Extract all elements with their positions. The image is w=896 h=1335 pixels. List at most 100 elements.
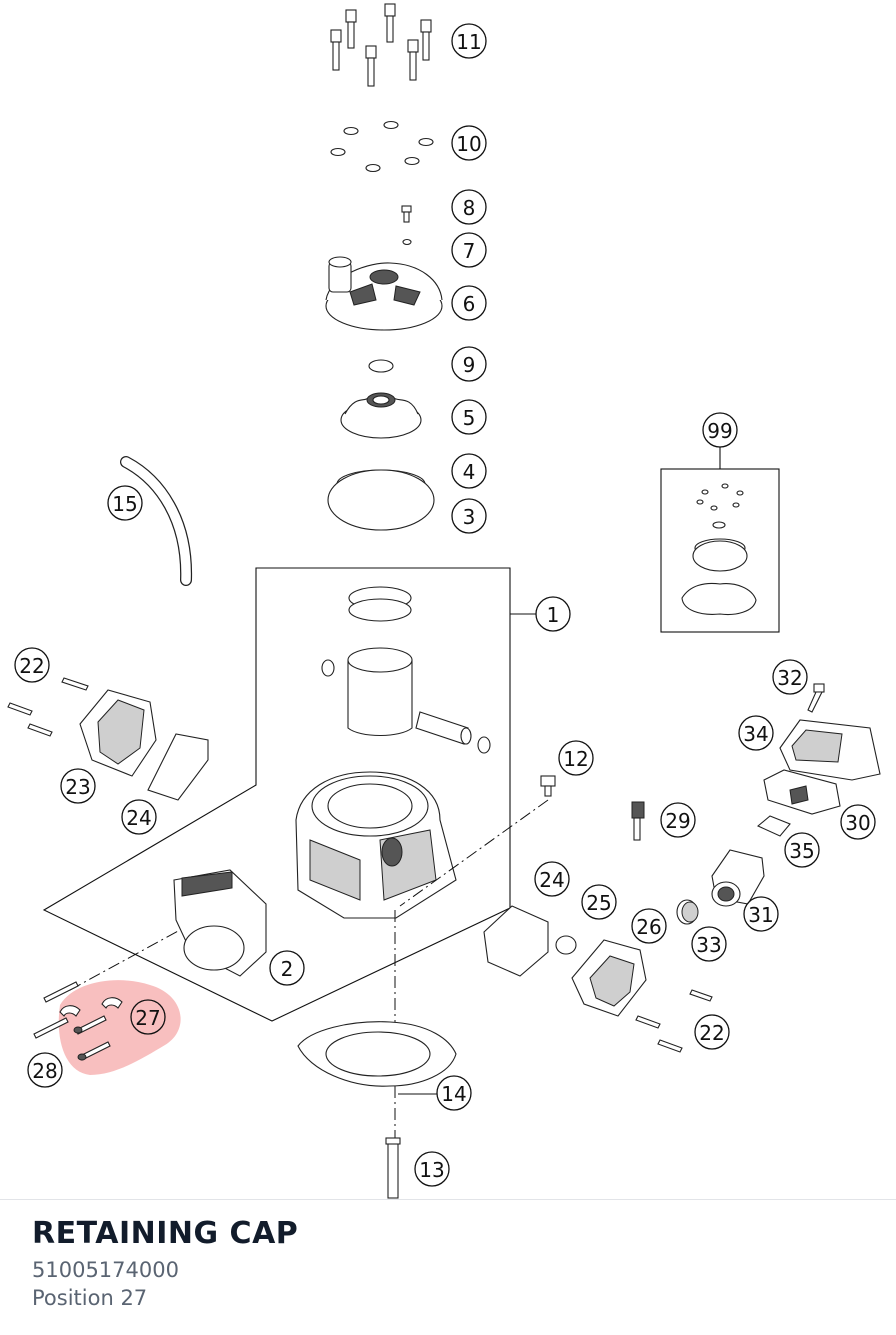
- gasket-kit-box[interactable]: [660, 446, 780, 633]
- temperature-sensor[interactable]: [631, 801, 645, 841]
- piston[interactable]: [321, 647, 491, 754]
- callout-25[interactable]: 25: [581, 884, 617, 920]
- callout-label: 9: [463, 353, 476, 377]
- callout-label: 3: [463, 505, 476, 529]
- callout-label: 6: [463, 292, 476, 316]
- stud-bolt[interactable]: [385, 1137, 401, 1199]
- cylinder-head-bolts[interactable]: [330, 3, 432, 87]
- callout-label: 4: [463, 460, 476, 484]
- callout-11[interactable]: 11: [451, 23, 487, 59]
- actuator-cover[interactable]: [779, 719, 881, 781]
- callout-circle: [121, 799, 157, 835]
- callout-circle: [130, 999, 166, 1035]
- callout-32[interactable]: 32: [772, 659, 808, 695]
- callout-99[interactable]: 99: [702, 412, 738, 448]
- callout-label: 33: [696, 933, 721, 957]
- callout-circle: [60, 768, 96, 804]
- callout-24b[interactable]: 24: [534, 861, 570, 897]
- callout-circle: [840, 804, 876, 840]
- callout-8[interactable]: 8: [451, 189, 487, 225]
- washers[interactable]: [330, 120, 434, 173]
- callout-31[interactable]: 31: [743, 896, 779, 932]
- callout-29[interactable]: 29: [660, 802, 696, 838]
- callout-22a[interactable]: 22: [14, 647, 50, 683]
- intake-manifold[interactable]: [173, 869, 267, 977]
- callout-circle: [451, 285, 487, 321]
- callout-circle: [784, 832, 820, 868]
- seal-35[interactable]: [756, 815, 791, 837]
- cylinder-head[interactable]: [325, 256, 443, 331]
- callout-circle: [694, 1014, 730, 1050]
- callout-label: 28: [32, 1059, 57, 1083]
- callout-5[interactable]: 5: [451, 399, 487, 435]
- callout-23[interactable]: 23: [60, 768, 96, 804]
- bolts-28[interactable]: [33, 981, 111, 1061]
- callout-label: 26: [636, 915, 661, 939]
- bolts-right[interactable]: [635, 989, 713, 1053]
- callout-1[interactable]: 1: [535, 596, 571, 632]
- exploded-parts-diagram: 11 10 8 7 6 9 5 4 3 15 99 1 22 23 24 32 34 12 29 30 35 24 25 26…: [7, 3, 881, 1199]
- callout-bubbles: 11 10 8 7 6 9 5 4 3 15 99 1 22 23 24 32 34 12 29 30 35 24 25 26…: [14, 23, 876, 1187]
- cylinder-head-gasket[interactable]: [327, 469, 435, 531]
- callout-7[interactable]: 7: [451, 232, 487, 268]
- callout-circle: [451, 232, 487, 268]
- flange-31[interactable]: [711, 849, 765, 907]
- callout-34[interactable]: 34: [738, 715, 774, 751]
- callout-circle: [738, 715, 774, 751]
- callout-label: 24: [539, 868, 564, 892]
- callout-10[interactable]: 10: [451, 125, 487, 161]
- callout-circle: [535, 596, 571, 632]
- callout-circle: [581, 884, 617, 920]
- callout-15[interactable]: 15: [107, 485, 143, 521]
- callout-label: 22: [699, 1021, 724, 1045]
- exhaust-valve-cover-left[interactable]: [79, 689, 157, 777]
- callout-label: 99: [707, 419, 732, 443]
- callout-circle: [451, 453, 487, 489]
- screw-32[interactable]: [807, 683, 825, 713]
- small-washer[interactable]: [402, 238, 412, 246]
- callout-circle: [772, 659, 808, 695]
- callout-24a[interactable]: 24: [121, 799, 157, 835]
- callout-33[interactable]: 33: [691, 926, 727, 962]
- callout-27[interactable]: 27: [130, 999, 166, 1035]
- callout-circle: [534, 861, 570, 897]
- screw-12[interactable]: [540, 775, 556, 797]
- piston-ring-2[interactable]: [348, 598, 412, 622]
- callout-4[interactable]: 4: [451, 453, 487, 489]
- retaining-caps[interactable]: [59, 997, 123, 1017]
- cap-33[interactable]: [676, 899, 699, 925]
- callout-3[interactable]: 3: [451, 498, 487, 534]
- callout-13[interactable]: 13: [414, 1151, 450, 1187]
- exhaust-valve-cover-right[interactable]: [571, 939, 647, 1017]
- callout-26[interactable]: 26: [631, 908, 667, 944]
- callout-label: 22: [19, 654, 44, 678]
- callout-circle: [14, 647, 50, 683]
- exhaust-valve-actuator[interactable]: [763, 769, 841, 815]
- callout-35[interactable]: 35: [784, 832, 820, 868]
- part-position: Position 27: [32, 1286, 148, 1310]
- callout-9[interactable]: 9: [451, 346, 487, 382]
- bolts-left[interactable]: [7, 677, 89, 737]
- small-screw[interactable]: [401, 205, 412, 223]
- callout-circle: [269, 950, 305, 986]
- callout-22b[interactable]: 22: [694, 1014, 730, 1050]
- callout-14[interactable]: 14: [436, 1075, 472, 1111]
- callout-6[interactable]: 6: [451, 285, 487, 321]
- callout-12[interactable]: 12: [558, 740, 594, 776]
- callout-label: 29: [665, 809, 690, 833]
- o-ring-25[interactable]: [555, 935, 577, 955]
- gasket-right[interactable]: [483, 905, 549, 977]
- callout-circle: [702, 412, 738, 448]
- cylinder-head-insert[interactable]: [340, 392, 422, 439]
- callout-2[interactable]: 2: [269, 950, 305, 986]
- callout-circle: [660, 802, 696, 838]
- callout-circle: [451, 125, 487, 161]
- gasket-left[interactable]: [147, 733, 209, 801]
- callout-30[interactable]: 30: [840, 804, 876, 840]
- part-name: RETAINING CAP: [32, 1216, 299, 1251]
- cylinder[interactable]: [295, 771, 457, 919]
- o-ring[interactable]: [368, 359, 394, 373]
- callout-28[interactable]: 28: [27, 1052, 63, 1088]
- callout-circle: [451, 23, 487, 59]
- divider: [0, 1199, 896, 1200]
